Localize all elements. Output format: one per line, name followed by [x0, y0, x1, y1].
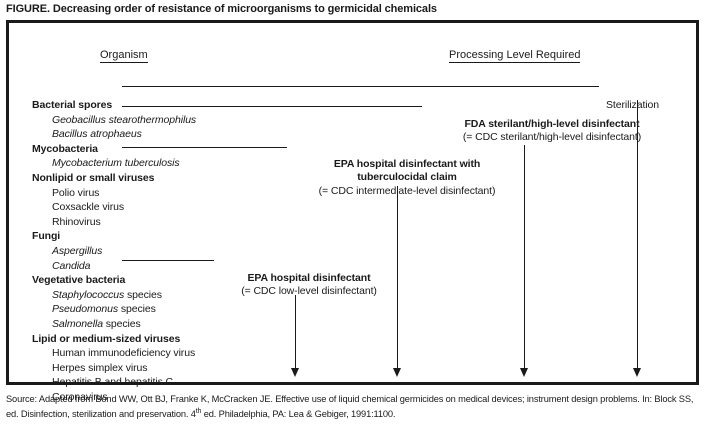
page-title: FIGURE. Decreasing order of resistance o… — [6, 3, 437, 15]
organism-item: Rhinovirus — [52, 215, 101, 228]
processing-level-subtitle: (= CDC intermediate-level disinfectant) — [318, 184, 496, 197]
organism-item: Candida — [52, 259, 91, 272]
source-ordinal-suffix: th — [195, 407, 202, 415]
connector-line-vegetative-bacteria — [122, 260, 214, 261]
organism-item: Geobacillus stearothermophilus — [52, 113, 197, 126]
processing-level-fda-sterilant: FDA sterilant/high-level disinfectant (=… — [427, 118, 677, 145]
flow-line-epa-tuberculocidal — [397, 186, 398, 370]
figure-frame: Organism Processing Level Required Bacte… — [6, 20, 699, 403]
organism-item: Coxsackle virus — [52, 201, 125, 214]
processing-level-title: EPA hospital disinfectant — [247, 272, 371, 284]
organism-category-label: Lipid or medium-sized viruses — [32, 332, 181, 345]
processing-level-title-2: tuberculocidal claim — [357, 171, 457, 184]
organism-suffix: species — [118, 303, 156, 316]
organism-item: Hepatitis B and hepatitis C — [52, 376, 174, 389]
processing-level-title: Sterilization — [606, 99, 659, 111]
flow-line-fda-sterilant — [524, 145, 525, 370]
organism-genus: Staphylococcus — [52, 288, 125, 301]
processing-level-subtitle: (= CDC sterilant/high-level disinfectant… — [462, 131, 642, 144]
organism-item: Pseudomonus species — [32, 302, 282, 317]
organism-group-fungi: Fungi Aspergillus Candida — [32, 229, 282, 273]
connector-line-sterilization — [122, 86, 599, 87]
processing-level-epa-low: EPA hospital disinfectant (= CDC low-lev… — [219, 272, 399, 299]
processing-level-subtitle: (= CDC low-level disinfectant) — [241, 285, 377, 298]
arrowhead-epa-low — [290, 368, 299, 377]
organism-item: Bacillus atrophaeus — [52, 128, 142, 141]
processing-level-epa-tuberculocidal: EPA hospital disinfectant with tuberculo… — [292, 158, 522, 198]
organism-group-mycobacteria: Mycobacteria Mycobacterium tuberculosis — [32, 142, 282, 171]
organism-item: Aspergillus — [52, 244, 103, 257]
processing-level-title: FDA sterilant/high-level disinfectant — [464, 118, 640, 130]
processing-level-sterilization: Sterilization — [606, 99, 659, 112]
organism-genus: Salmonella — [52, 317, 103, 330]
organism-genus: Pseudomonus — [52, 303, 119, 316]
organism-suffix: species — [124, 288, 162, 301]
organism-list: Bacterial spores Geobacillus stearotherm… — [32, 98, 282, 404]
organism-category-label: Mycobacteria — [32, 142, 98, 155]
column-header-organism: Organism — [100, 49, 148, 63]
organism-category-label: Fungi — [32, 230, 61, 243]
organism-item: Mycobacterium tuberculosis — [52, 157, 180, 170]
organism-item: Herpes simplex virus — [52, 361, 148, 374]
organism-group-nonlipid-viruses: Nonlipid or small viruses Polio virus Co… — [32, 171, 282, 229]
flow-line-epa-low — [295, 295, 296, 370]
organism-item: Staphylococcus species — [32, 288, 282, 303]
processing-level-title: EPA hospital disinfectant with — [333, 158, 481, 170]
column-header-processing-level: Processing Level Required — [449, 49, 581, 63]
organism-category-label: Bacterial spores — [32, 99, 113, 111]
source-line-2a: problems. In: Block SS, ed. Disinfection… — [6, 394, 694, 419]
arrowhead-sterilization — [632, 368, 641, 377]
organism-category-label: Vegetative bacteria — [32, 274, 126, 287]
organism-item: Salmonella species — [32, 317, 282, 332]
organism-item: Human immunodeficiency virus — [52, 347, 196, 360]
organism-group-lipid-viruses: Lipid or medium-sized viruses Human immu… — [32, 332, 282, 405]
organism-group-bacterial-spores: Bacterial spores Geobacillus stearotherm… — [32, 98, 282, 142]
organism-group-vegetative-bacteria: Vegetative bacteria Staphylococcus speci… — [32, 273, 282, 331]
source-line-1: Source: Adapted from Bond WW, Ott BJ, Fr… — [6, 394, 598, 404]
source-note: Source: Adapted from Bond WW, Ott BJ, Fr… — [6, 393, 699, 420]
organism-item: Polio virus — [52, 186, 100, 199]
organism-suffix: species — [102, 317, 141, 330]
organism-item: Coronavirus — [52, 390, 108, 403]
connector-line-bacterial-spores — [122, 106, 422, 107]
arrowhead-epa-tuberculocidal — [392, 368, 401, 377]
flow-line-sterilization — [637, 100, 638, 370]
source-line-2b: ed. Philadelphia, PA: Lea & Gebiger, 199… — [201, 408, 396, 419]
arrowhead-fda-sterilant — [519, 368, 528, 377]
organism-category-label: Nonlipid or small viruses — [32, 171, 155, 184]
connector-line-mycobacteria — [122, 147, 287, 148]
